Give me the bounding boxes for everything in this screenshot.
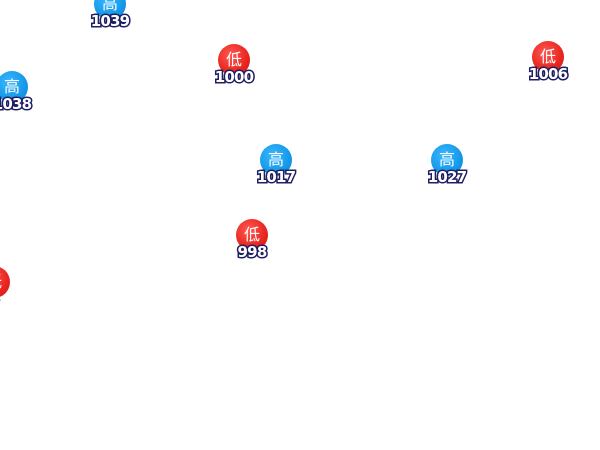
high-pressure-badge: 高	[94, 0, 126, 20]
pressure-value: 998	[236, 242, 269, 263]
pressure-value: 1039	[89, 11, 131, 32]
pressure-value: 1000	[213, 67, 255, 88]
pressure-value: 1006	[527, 64, 569, 85]
high-pressure-badge: 高	[431, 144, 463, 176]
high-pressure-badge: 高	[0, 71, 28, 103]
low-pressure-marker[interactable]: 低 998	[222, 219, 282, 267]
high-pressure-badge: 高	[260, 144, 292, 176]
low-pressure-badge: 低	[532, 41, 564, 73]
pressure-value: 1027	[426, 167, 468, 188]
high-pressure-marker[interactable]: 高 1017	[246, 144, 306, 192]
low-pressure-marker[interactable]: 低 1006	[518, 41, 578, 89]
low-pressure-badge: 低	[236, 219, 268, 251]
low-pressure-marker[interactable]: 低 1000	[204, 44, 264, 92]
pressure-value: 1017	[255, 167, 297, 188]
low-pressure-badge: 低	[0, 266, 10, 298]
pressure-value: 1038	[0, 94, 34, 115]
high-pressure-marker[interactable]: 高 1038	[0, 71, 42, 119]
low-pressure-marker[interactable]: 低 6	[0, 266, 24, 314]
low-pressure-badge: 低	[218, 44, 250, 76]
high-pressure-marker[interactable]: 高 1039	[80, 0, 140, 36]
high-pressure-marker[interactable]: 高 1027	[417, 144, 477, 192]
